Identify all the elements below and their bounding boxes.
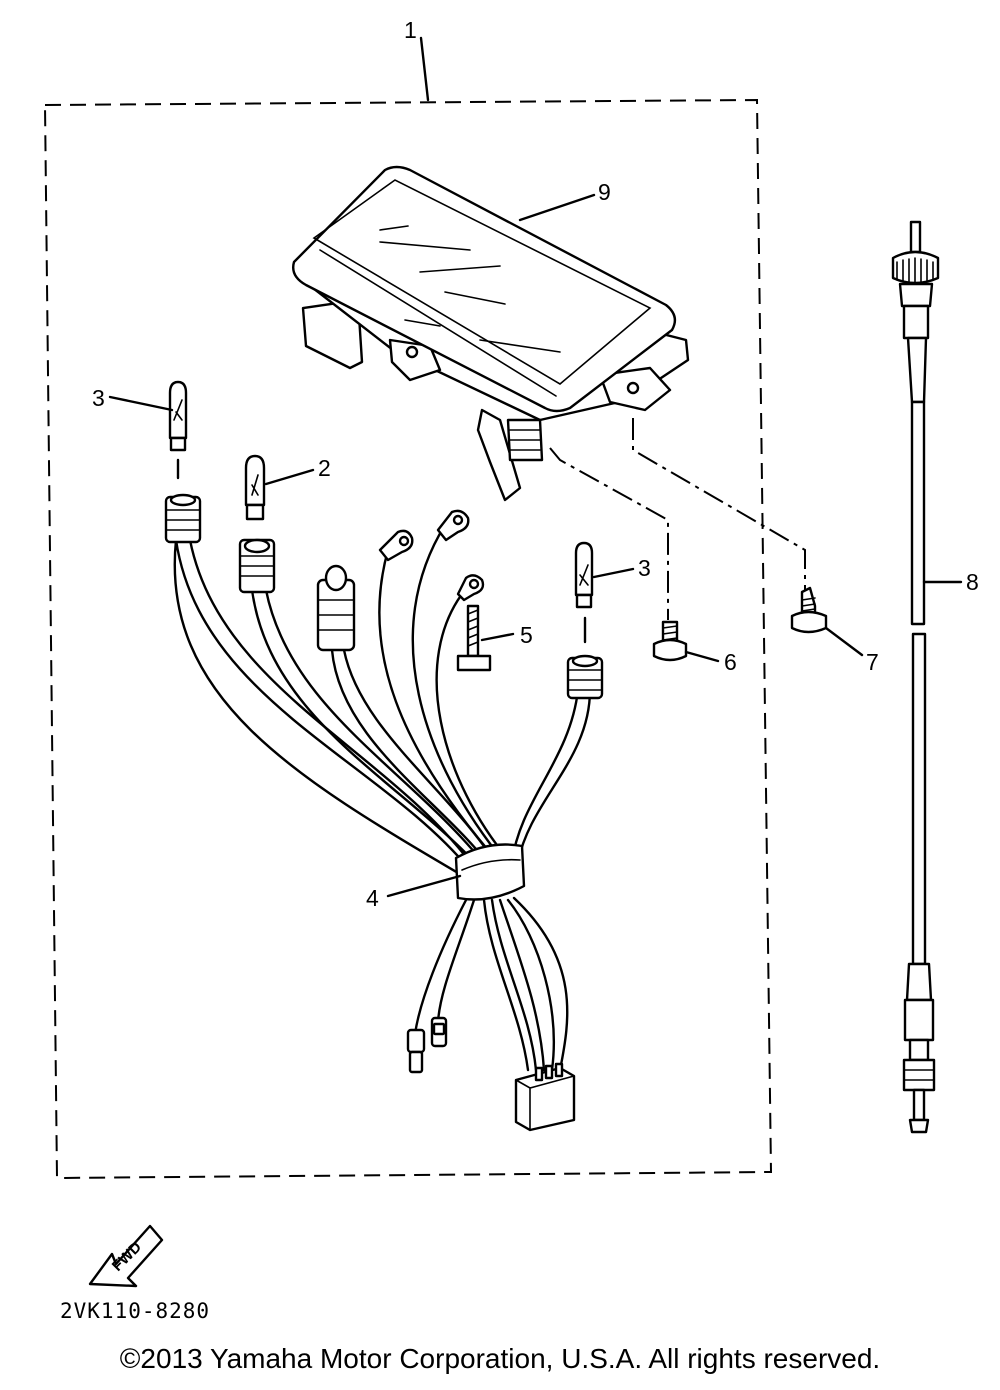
screw-5-icon [456,604,492,672]
ring-terminal-1-icon [378,529,414,562]
ring-terminal-3-icon [456,574,485,602]
bolt-6-icon [652,620,688,662]
bullet-connector-1-icon [406,1028,426,1074]
callout-9: 9 [598,179,611,205]
copyright-notice: ©2013 Yamaha Motor Corporation, U.S.A. A… [119,1343,881,1374]
socket-middle-icon [238,538,276,594]
bulb-2-icon [244,454,266,521]
callout-8: 8 [966,569,979,595]
mount-line-6 [549,447,669,620]
meter-assembly [292,165,690,502]
callout-7: 7 [866,649,879,675]
mount-line-7 [632,418,806,596]
callout-3-left: 3 [92,385,105,411]
callouts: 1 2 3 3 4 5 6 7 8 9 [92,17,979,911]
ring-terminal-2-icon [436,509,470,542]
assembly-boundary [43,36,773,1180]
callout-1: 1 [404,17,417,43]
leader-lines [108,193,963,898]
drawing-code: 2VK110-8280 [60,1299,210,1323]
wire-harness [164,493,604,1132]
screw-7-icon [790,586,828,634]
callout-5: 5 [520,622,533,648]
callout-3-right: 3 [638,555,651,581]
socket-left-icon [164,493,202,544]
fwd-arrow-icon: FWD [88,1224,164,1288]
callout-6: 6 [724,649,737,675]
socket-right-icon [566,654,604,700]
speedometer-cable [891,220,940,1134]
harness-clamp-icon [454,843,526,901]
bulb-left-icon [168,380,188,480]
bullet-connector-2-icon [430,1016,448,1048]
callout-4: 4 [366,885,379,911]
callout-2: 2 [318,455,331,481]
bulb-right-icon [574,541,594,644]
multi-pin-connector-icon [514,1062,576,1132]
socket-bulb-icon [316,564,356,652]
